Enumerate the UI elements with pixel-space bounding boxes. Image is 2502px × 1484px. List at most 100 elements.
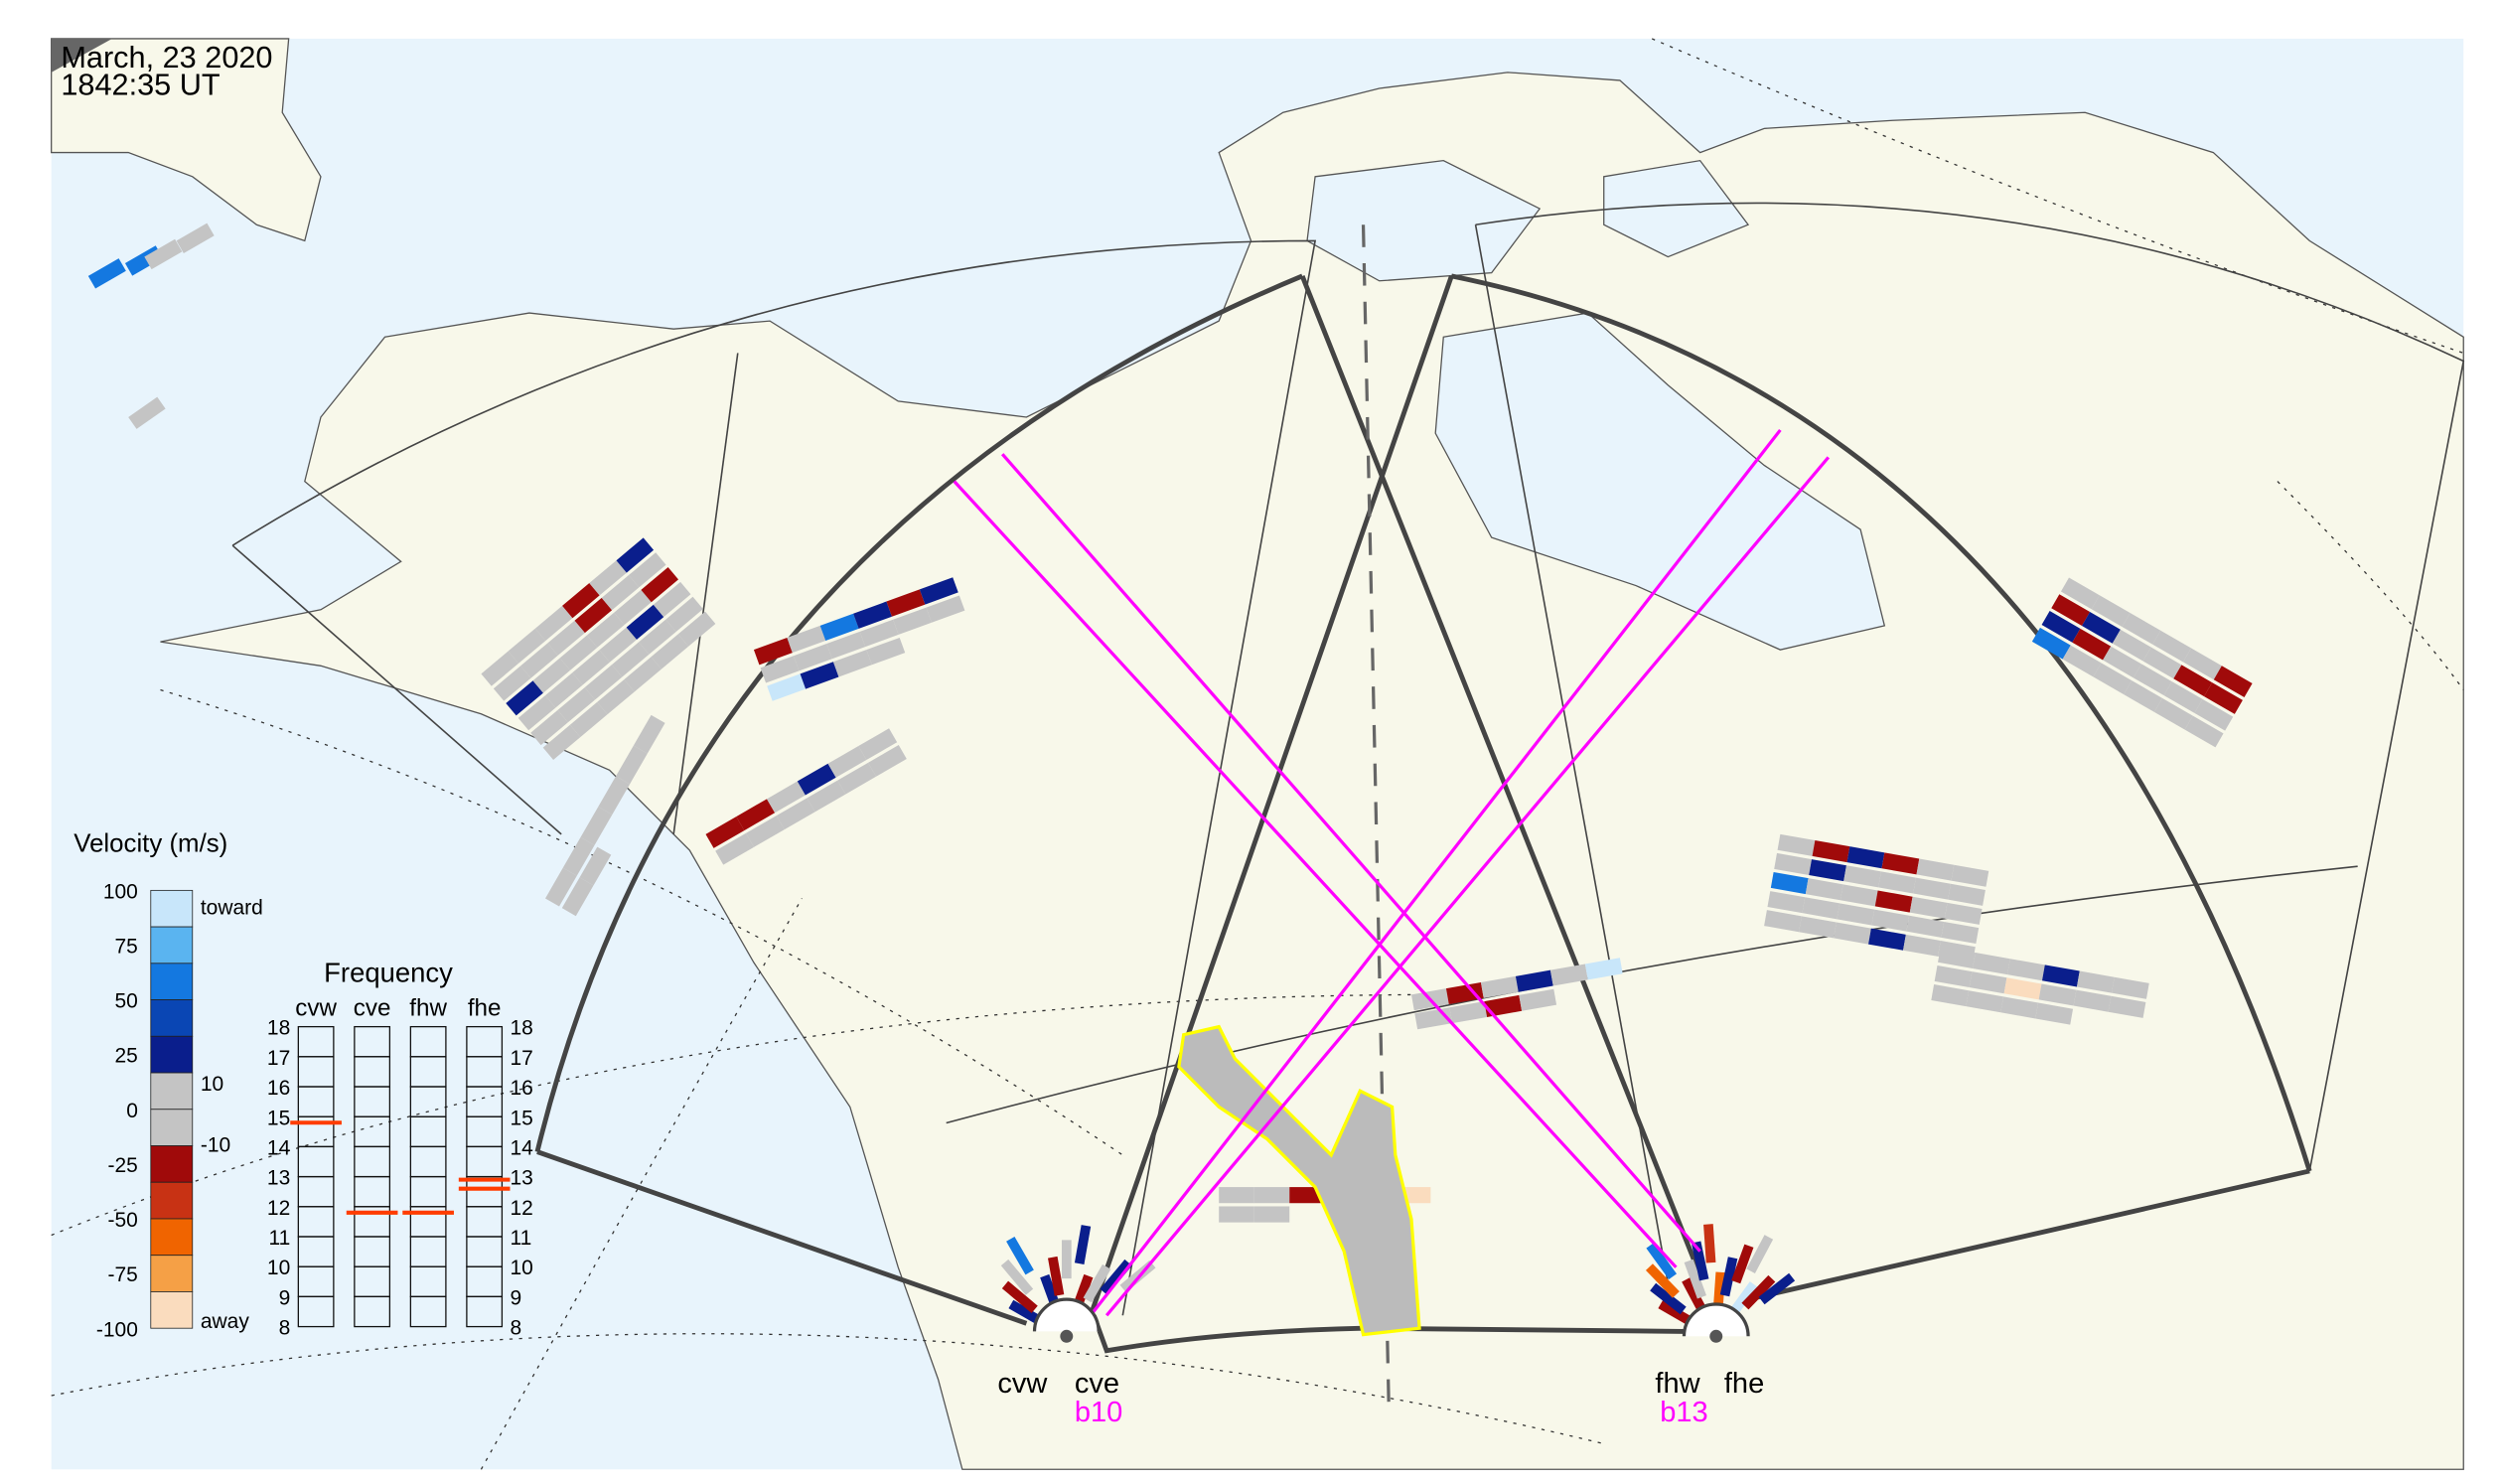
echo-cell [561, 877, 594, 917]
echo-cell [1770, 872, 1809, 895]
echo-cell [569, 701, 608, 738]
colorbar-tick: 25 [115, 1045, 138, 1068]
echo-cell [1840, 884, 1878, 907]
threshold-high-label: 10 [201, 1073, 223, 1096]
echo-cell [493, 666, 531, 701]
echo-cell [1100, 1259, 1132, 1295]
echo-cluster [753, 577, 965, 701]
echo-cell [736, 799, 776, 831]
echo-cell [1746, 1235, 1774, 1273]
echo-cell [665, 596, 703, 632]
echo-cell [641, 567, 678, 603]
echo-cell [574, 597, 613, 634]
echo-cell [827, 746, 867, 778]
graticule [51, 38, 2464, 1470]
echo-cell [616, 537, 655, 573]
colorbar-segment [150, 999, 194, 1037]
velocity-title: Velocity (m/s) [74, 830, 227, 858]
echo-cell [2072, 628, 2112, 661]
echo-cell [545, 867, 577, 907]
frequency-tick-left: 14 [267, 1136, 291, 1159]
echo-cell [616, 745, 648, 785]
echo-cell [542, 724, 581, 760]
echo-cell [611, 642, 650, 677]
echo-cell [1906, 915, 1945, 938]
away-label: away [201, 1310, 249, 1333]
radar-fh-icon [1709, 1329, 1723, 1343]
frequency-cell [466, 1025, 504, 1058]
colorbar-segment [150, 1109, 194, 1146]
echo-cell [1001, 1280, 1038, 1313]
echo-cell [2133, 664, 2172, 696]
radar-cvw-label: cvw [997, 1368, 1048, 1400]
echo-cell [506, 680, 543, 716]
echo-cell [1812, 840, 1850, 863]
echo-cell [1916, 858, 1955, 881]
echo-cell [2091, 595, 2131, 627]
colorbar-tick: -100 [96, 1318, 138, 1341]
echo-cell [626, 604, 664, 640]
echo-cell [1519, 988, 1557, 1011]
echo-cell [589, 560, 627, 596]
echo-cell [800, 662, 839, 689]
echo-cell [853, 601, 892, 629]
echo-cell [144, 238, 183, 270]
echo-cell [1584, 958, 1623, 980]
echo-cell [1966, 990, 2004, 1013]
echo-cell [1219, 1206, 1254, 1223]
echo-cell [1000, 1259, 1034, 1295]
echo-cell [715, 832, 755, 865]
echo-cell [1846, 846, 1885, 869]
echo-cell [2204, 682, 2243, 714]
echo-cell [1515, 969, 1553, 992]
echo-cell [2082, 612, 2121, 644]
date-label: March, 23 2020 [61, 40, 272, 74]
echo-cell [1767, 891, 1806, 914]
echo-cell [1549, 964, 1588, 986]
echo-cell [1219, 1187, 1254, 1204]
echo-cell [2000, 996, 2039, 1019]
echo-cell [1834, 922, 1871, 945]
echo-cell [1006, 1236, 1034, 1275]
echo-cell [760, 656, 800, 683]
colorbar-tick: -75 [108, 1263, 138, 1286]
echo-cell [1871, 909, 1910, 932]
echo-cell [2153, 697, 2193, 730]
echo-cell [598, 776, 631, 816]
echo-cell [562, 583, 600, 619]
beam-b13-label: b13 [1660, 1397, 1707, 1428]
echo-cell [1449, 1001, 1488, 1024]
frequency-tick-left: 8 [279, 1317, 291, 1340]
echo-cell [745, 816, 785, 847]
echo-cell [2041, 611, 2081, 643]
colorbar-tick: 0 [126, 1100, 138, 1122]
echo-cell [1691, 1241, 1709, 1281]
meridian-dashed [1361, 224, 1391, 1412]
echo-cell [837, 762, 877, 795]
radar-fhw-label: fhw [1655, 1368, 1700, 1400]
echo-cell [1944, 902, 1983, 925]
echo-cell [653, 581, 691, 618]
echo-cluster [705, 728, 907, 865]
frequency-tick-right: 11 [510, 1227, 531, 1250]
beam-b10-label: b10 [1075, 1397, 1122, 1428]
frequency-tick-left: 10 [267, 1257, 290, 1279]
echo-cell [1931, 984, 1970, 1007]
echo-cell [1843, 865, 1881, 888]
echo-cell [651, 634, 689, 669]
frequency-cell [354, 1025, 391, 1058]
colorbar-tick: -50 [108, 1209, 138, 1232]
colorbar-segment [150, 1072, 194, 1111]
frequency-tick-left: 17 [267, 1047, 290, 1070]
echo-cell [2194, 698, 2234, 731]
scatter-cells [87, 223, 2253, 1328]
echo-cell [1645, 1263, 1680, 1298]
echo-cell [1445, 981, 1484, 1005]
echo-cell [705, 816, 745, 848]
echo-cell [633, 714, 665, 754]
echo-cell [2112, 629, 2151, 662]
frequency-tick-right: 17 [510, 1047, 532, 1070]
frequency-column-fhw: fhw [409, 994, 447, 1021]
